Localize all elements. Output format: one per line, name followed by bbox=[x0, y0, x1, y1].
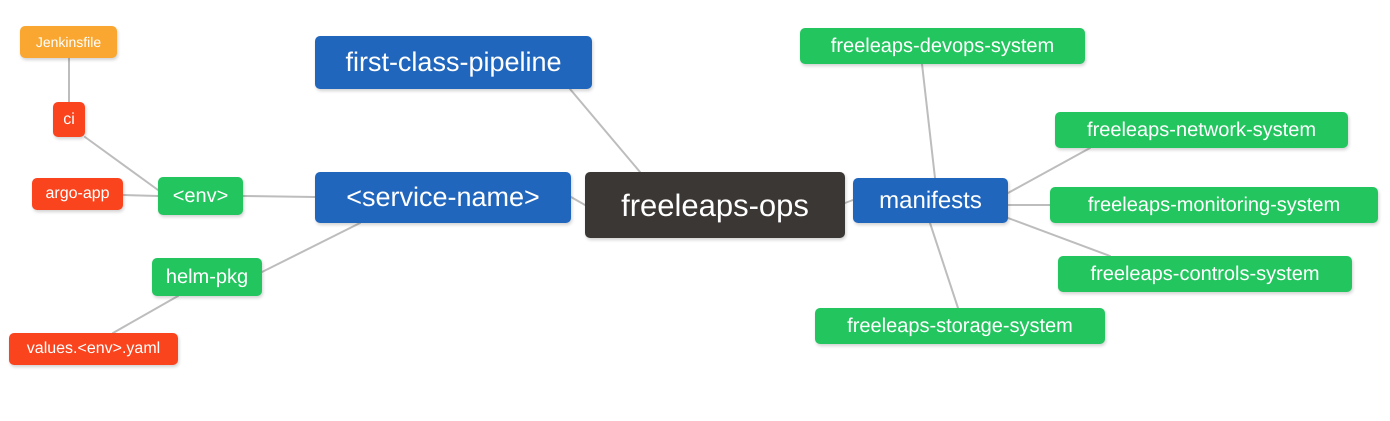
node-devops[interactable]: freeleaps-devops-system bbox=[800, 28, 1085, 64]
node-monitoring[interactable]: freeleaps-monitoring-system bbox=[1050, 187, 1378, 223]
node-pipeline-label: first-class-pipeline bbox=[345, 47, 562, 77]
edge-service-to-helm bbox=[261, 222, 361, 273]
node-service-label: <service-name> bbox=[346, 182, 540, 212]
edge-root-to-service bbox=[570, 196, 586, 206]
node-service[interactable]: <service-name> bbox=[315, 172, 571, 223]
edge-root-to-manifests bbox=[844, 199, 854, 204]
node-manifests-label: manifests bbox=[879, 186, 982, 214]
edge-env-to-argo bbox=[122, 194, 159, 197]
node-ci-label: ci bbox=[63, 110, 75, 128]
edge-manifests-to-controls bbox=[1007, 217, 1111, 257]
node-network[interactable]: freeleaps-network-system bbox=[1055, 112, 1348, 148]
node-env[interactable]: <env> bbox=[158, 177, 243, 215]
edge-helm-to-values bbox=[112, 295, 179, 334]
node-manifests[interactable]: manifests bbox=[853, 178, 1008, 223]
edge-manifests-to-devops bbox=[921, 63, 936, 179]
node-helm-label: helm-pkg bbox=[165, 266, 249, 288]
node-jenkinsfile[interactable]: Jenkinsfile bbox=[20, 26, 117, 58]
node-pipeline[interactable]: first-class-pipeline bbox=[315, 36, 592, 89]
node-argo-label: argo-app bbox=[45, 185, 110, 202]
node-root-label: freeleaps-ops bbox=[621, 187, 809, 223]
edge-root-to-pipeline bbox=[569, 88, 641, 173]
node-root[interactable]: freeleaps-ops bbox=[585, 172, 845, 238]
node-controls[interactable]: freeleaps-controls-system bbox=[1058, 256, 1352, 292]
node-storage[interactable]: freeleaps-storage-system bbox=[815, 308, 1105, 344]
node-values[interactable]: values.<env>.yaml bbox=[9, 333, 178, 365]
node-storage-label: freeleaps-storage-system bbox=[847, 315, 1073, 337]
node-network-label: freeleaps-network-system bbox=[1087, 119, 1316, 141]
node-devops-label: freeleaps-devops-system bbox=[830, 35, 1055, 57]
node-helm[interactable]: helm-pkg bbox=[152, 258, 262, 296]
node-values-label: values.<env>.yaml bbox=[26, 340, 161, 357]
node-controls-label: freeleaps-controls-system bbox=[1090, 263, 1320, 285]
edge-manifests-to-storage bbox=[929, 222, 959, 309]
node-jenkinsfile-label: Jenkinsfile bbox=[35, 34, 102, 50]
node-env-label: <env> bbox=[172, 185, 229, 207]
edge-service-to-env bbox=[242, 195, 316, 198]
node-argo[interactable]: argo-app bbox=[32, 178, 123, 210]
node-monitoring-label: freeleaps-monitoring-system bbox=[1087, 194, 1341, 216]
node-ci[interactable]: ci bbox=[53, 102, 85, 137]
